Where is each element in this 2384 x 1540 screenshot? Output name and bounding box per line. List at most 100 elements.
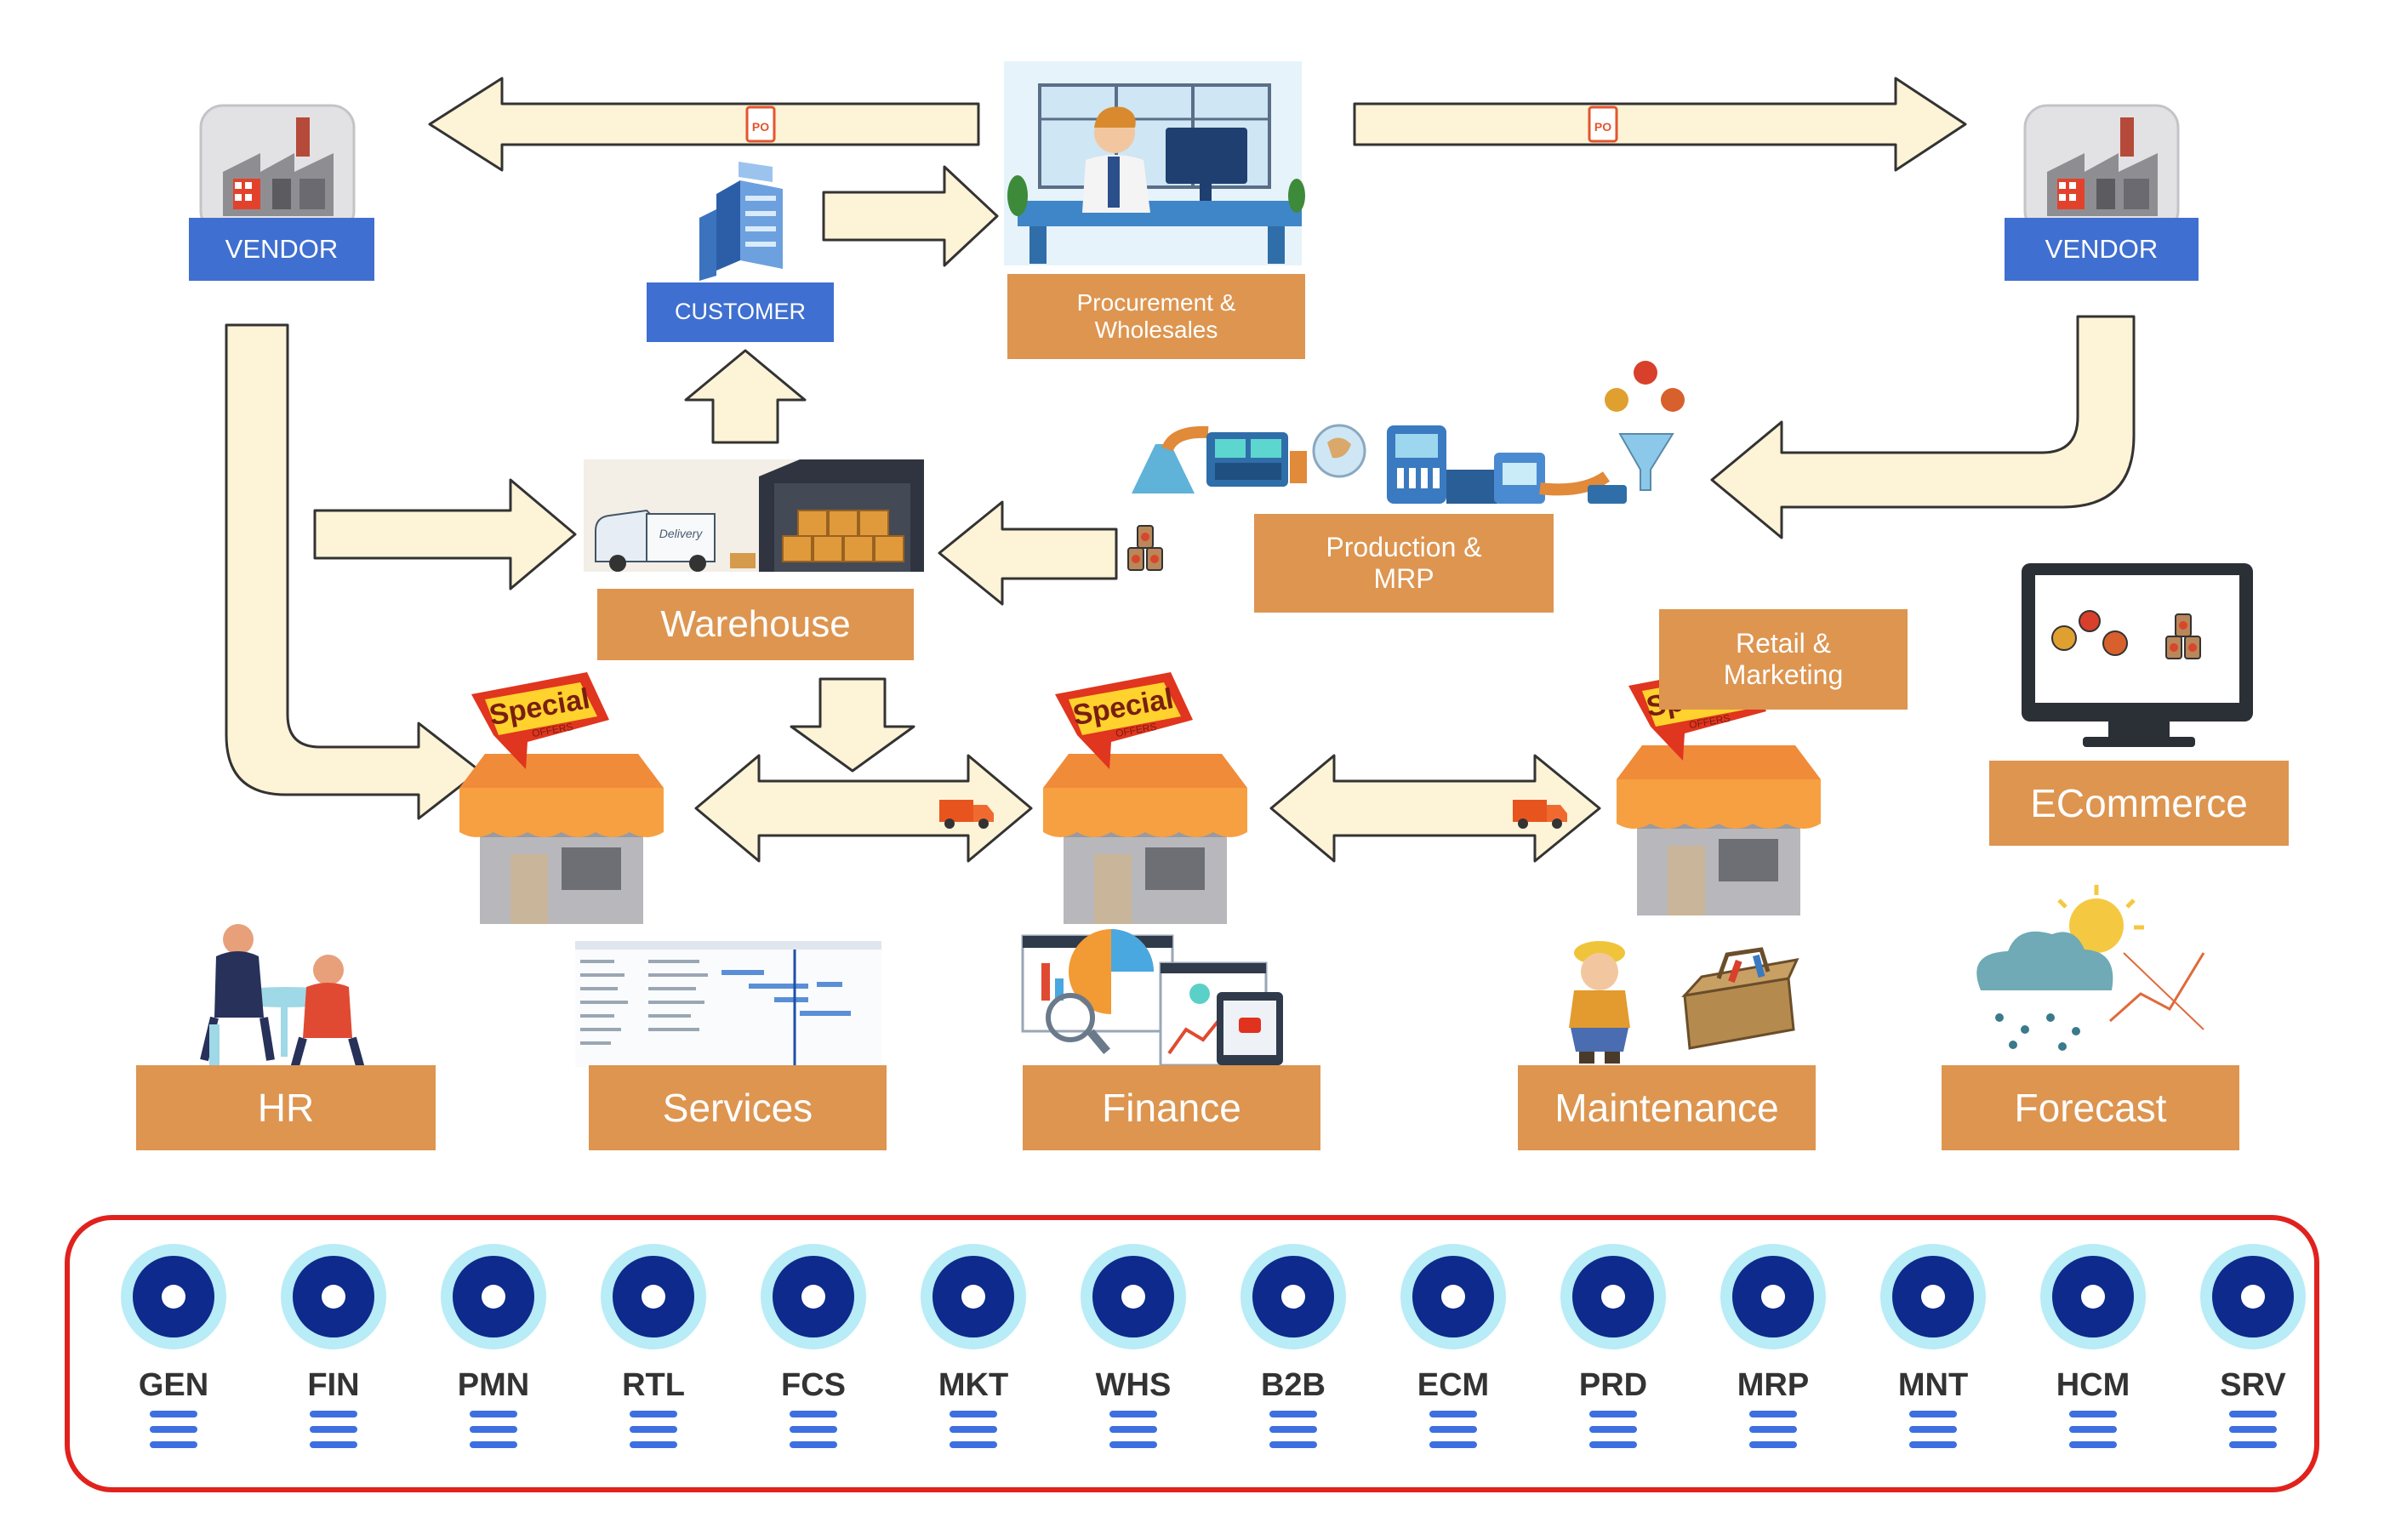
customer-label: CUSTOMER xyxy=(647,282,834,342)
module-rtl[interactable]: RTL xyxy=(585,1244,721,1465)
module-code: GEN xyxy=(138,1367,209,1403)
module-menu-icon[interactable] xyxy=(150,1411,197,1457)
module-code: RTL xyxy=(622,1367,685,1403)
module-code: FIN xyxy=(307,1367,360,1403)
maintenance-worker-illustration xyxy=(1569,941,1630,1064)
services-label[interactable]: Services xyxy=(589,1065,887,1150)
maintenance-label[interactable]: Maintenance xyxy=(1518,1065,1816,1150)
module-ring-icon xyxy=(1400,1244,1506,1349)
module-menu-icon[interactable] xyxy=(2069,1411,2117,1457)
module-ring-icon xyxy=(1240,1244,1346,1349)
arrow-procurement-to-right-vendor xyxy=(1353,77,1967,172)
module-code: PRD xyxy=(1578,1367,1648,1403)
arrow-customer-to-procurement xyxy=(822,165,999,267)
module-prd[interactable]: PRD xyxy=(1545,1244,1681,1465)
delivery-text: Delivery xyxy=(659,527,704,540)
vendor-right-factory-icon xyxy=(2023,104,2180,235)
module-gen[interactable]: GEN xyxy=(106,1244,242,1465)
module-bar xyxy=(65,1215,2319,1492)
customer-building-icon xyxy=(699,162,783,281)
module-ring-icon xyxy=(1880,1244,1986,1349)
warehouse-illustration: Delivery xyxy=(584,459,924,572)
arrow-production-to-warehouse xyxy=(938,500,1118,606)
module-hcm[interactable]: HCM xyxy=(2025,1244,2161,1465)
production-label[interactable]: Production & MRP xyxy=(1254,514,1554,613)
module-code: MRP xyxy=(1737,1367,1810,1403)
module-ring-icon xyxy=(1560,1244,1666,1349)
ecommerce-label[interactable]: ECommerce xyxy=(1989,761,2289,846)
module-fcs[interactable]: FCS xyxy=(745,1244,881,1465)
module-menu-icon[interactable] xyxy=(310,1411,357,1457)
hr-meeting-illustration xyxy=(200,924,365,1070)
forecast-label[interactable]: Forecast xyxy=(1942,1065,2239,1150)
module-ring-icon xyxy=(921,1244,1026,1349)
module-code: SRV xyxy=(2220,1367,2286,1403)
production-line-illustration xyxy=(1132,361,1685,504)
arrow-right-vendor-to-production xyxy=(1710,315,2136,539)
arrow-left-vendor-to-store xyxy=(225,323,482,820)
module-code: PMN xyxy=(457,1367,530,1403)
toolbox-icon xyxy=(1680,947,1799,1050)
module-menu-icon[interactable] xyxy=(1909,1411,1957,1457)
vendor-left-label: VENDOR xyxy=(189,218,374,281)
procurement-label[interactable]: Procurement & Wholesales xyxy=(1007,274,1305,359)
arrow-procurement-to-left-vendor xyxy=(428,77,980,172)
ecommerce-monitor-icon xyxy=(2022,563,2253,747)
forecast-weather-illustration xyxy=(1976,885,2205,1051)
module-ring-icon xyxy=(601,1244,706,1349)
module-menu-icon[interactable] xyxy=(950,1411,997,1457)
store-1-icon xyxy=(459,672,664,924)
module-b2b[interactable]: B2B xyxy=(1225,1244,1361,1465)
arrow-warehouse-to-stores xyxy=(790,677,915,773)
module-code: WHS xyxy=(1095,1367,1172,1403)
module-fin[interactable]: FIN xyxy=(265,1244,402,1465)
retail-marketing-label[interactable]: Retail & Marketing xyxy=(1659,609,1908,710)
module-ring-icon xyxy=(281,1244,386,1349)
module-menu-icon[interactable] xyxy=(470,1411,517,1457)
services-gantt-screenshot xyxy=(575,941,881,1067)
module-code: MKT xyxy=(938,1367,1009,1403)
module-whs[interactable]: WHS xyxy=(1065,1244,1201,1465)
module-mnt[interactable]: MNT xyxy=(1865,1244,2001,1465)
module-menu-icon[interactable] xyxy=(1589,1411,1637,1457)
module-menu-icon[interactable] xyxy=(1109,1411,1157,1457)
module-ring-icon xyxy=(1081,1244,1186,1349)
arrow-store2-store3 xyxy=(1269,754,1601,863)
finance-label[interactable]: Finance xyxy=(1023,1065,1320,1150)
module-code: B2B xyxy=(1260,1367,1326,1403)
module-code: HCM xyxy=(2056,1367,2130,1403)
module-ring-icon xyxy=(1720,1244,1826,1349)
finance-dashboard-illustration xyxy=(1021,929,1283,1067)
module-menu-icon[interactable] xyxy=(2229,1411,2277,1457)
module-menu-icon[interactable] xyxy=(1749,1411,1797,1457)
store-2-icon xyxy=(1043,672,1247,924)
vendor-right-label: VENDOR xyxy=(2005,218,2199,281)
module-ring-icon xyxy=(2200,1244,2306,1349)
module-mkt[interactable]: MKT xyxy=(905,1244,1041,1465)
module-ecm[interactable]: ECM xyxy=(1385,1244,1521,1465)
module-pmn[interactable]: PMN xyxy=(425,1244,562,1465)
module-menu-icon[interactable] xyxy=(790,1411,837,1457)
warehouse-label[interactable]: Warehouse xyxy=(597,589,914,660)
module-mrp[interactable]: MRP xyxy=(1705,1244,1841,1465)
module-ring-icon xyxy=(441,1244,546,1349)
module-ring-icon xyxy=(2040,1244,2146,1349)
vendor-left-factory-icon xyxy=(199,104,356,235)
arrow-left-vendor-to-warehouse xyxy=(313,478,577,590)
procurement-office-illustration xyxy=(1004,61,1305,265)
arrows xyxy=(225,77,2136,863)
module-ring-icon xyxy=(121,1244,226,1349)
module-ring-icon xyxy=(761,1244,866,1349)
module-menu-icon[interactable] xyxy=(1269,1411,1317,1457)
module-code: ECM xyxy=(1417,1367,1490,1403)
module-code: MNT xyxy=(1897,1367,1969,1403)
module-menu-icon[interactable] xyxy=(630,1411,677,1457)
module-srv[interactable]: SRV xyxy=(2185,1244,2321,1465)
arrow-store1-store2 xyxy=(694,754,1033,863)
module-code: FCS xyxy=(781,1367,846,1403)
hr-label[interactable]: HR xyxy=(136,1065,436,1150)
module-menu-icon[interactable] xyxy=(1429,1411,1477,1457)
arrow-warehouse-to-customer xyxy=(684,349,807,444)
